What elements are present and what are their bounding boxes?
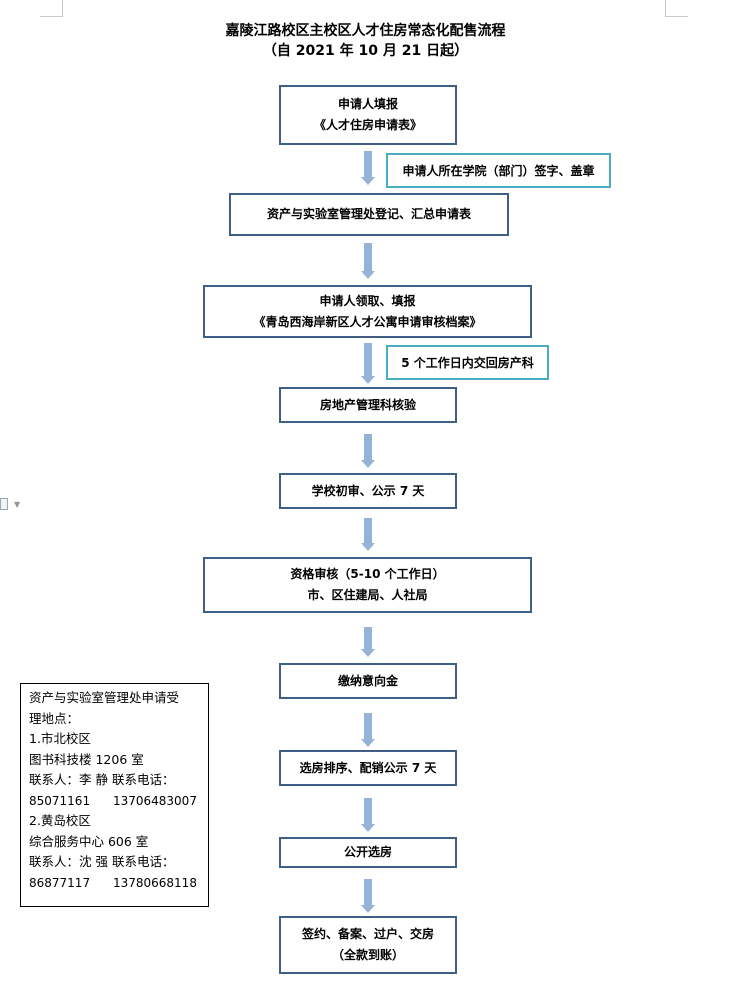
step-line: 学校初审、公示 7 天 — [311, 483, 425, 498]
flow-arrow — [361, 243, 375, 279]
flow-arrow — [361, 627, 375, 657]
step-initial-review: 学校初审、公示 7 天 — [279, 473, 457, 509]
side-note-signature: 申请人所在学院（部门）签字、盖章 — [386, 153, 611, 188]
step-line: 缴纳意向金 — [337, 673, 398, 688]
dropdown-caret-icon[interactable]: ▼ — [14, 500, 21, 509]
campus2-name: 2.黄岛校区 — [29, 813, 91, 828]
page-corner-mark-right — [665, 0, 688, 17]
flow-arrow — [361, 879, 375, 913]
campus1-name: 1.市北校区 — [29, 731, 91, 746]
step-ranking: 选房排序、配销公示 7 天 — [279, 750, 457, 786]
side-note-return: 5 个工作日内交回房产科 — [386, 345, 549, 380]
flow-arrow — [361, 518, 375, 551]
flow-arrow — [361, 713, 375, 747]
campus2-room: 综合服务中心 606 室 — [29, 833, 149, 849]
info-heading: 资产与实验室管理处申请受 — [29, 690, 180, 705]
step-qualification: 资格审核（5-10 个工作日） 市、区住建局、人社局 — [203, 557, 532, 613]
step-line: 资产与实验室管理处登记、汇总申请表 — [266, 207, 471, 221]
step-public-selection: 公开选房 — [279, 837, 457, 868]
flow-arrow — [361, 798, 375, 832]
step-register-summary: 资产与实验室管理处登记、汇总申请表 — [229, 193, 509, 236]
step-line: 《人才住房申请表》 — [313, 118, 422, 132]
step-line: 签约、备案、过户、交房 — [301, 927, 434, 941]
step-line: 《青岛西海岸新区人才公寓申请审核档案》 — [253, 314, 482, 329]
step-line: 申请人领取、填报 — [319, 293, 416, 308]
application-location-box: 资产与实验室管理处申请受 理地点： 1.市北校区 图书科技楼 1206 室 联系… — [20, 683, 209, 907]
step-line: 资格审核（5-10 个工作日） — [290, 567, 445, 581]
campus2-phones: 86877117 13780668118 — [29, 875, 197, 890]
flow-arrow — [361, 343, 375, 384]
page-corner-mark-left — [40, 0, 63, 17]
step-collect-archive: 申请人领取、填报 《青岛西海岸新区人才公寓申请审核档案》 — [203, 285, 532, 338]
step-contract-handover: 签约、备案、过户、交房 （全款到账） — [279, 916, 457, 974]
campus2-contact: 联系人：沈 强 联系电话： — [29, 854, 175, 869]
campus1-contact: 联系人：李 静 联系电话： — [29, 772, 175, 787]
step-line: （全款到账） — [331, 948, 404, 962]
campus1-phones: 85071161 13706483007 — [29, 793, 197, 808]
campus1-room: 图书科技楼 1206 室 — [29, 751, 144, 767]
diagram-title: 嘉陵江路校区主校区人才住房常态化配售流程 — [225, 23, 506, 39]
step-line: 选房排序、配销公示 7 天 — [299, 760, 437, 775]
step-line: 房地产管理科核验 — [319, 397, 416, 412]
step-line: 市、区住建局、人社局 — [307, 588, 428, 602]
step-line: 申请人填报 — [337, 97, 398, 111]
diagram-subtitle: （自 2021 年 10 月 21 日起） — [262, 43, 469, 59]
step-verify: 房地产管理科核验 — [279, 387, 457, 423]
step-apply-form: 申请人填报 《人才住房申请表》 — [279, 85, 457, 145]
flow-arrow — [361, 151, 375, 185]
step-line: 公开选房 — [343, 845, 392, 859]
flow-arrow — [361, 434, 375, 468]
document-icon[interactable] — [0, 498, 8, 510]
info-heading: 理地点： — [29, 710, 80, 726]
step-deposit: 缴纳意向金 — [279, 663, 457, 699]
